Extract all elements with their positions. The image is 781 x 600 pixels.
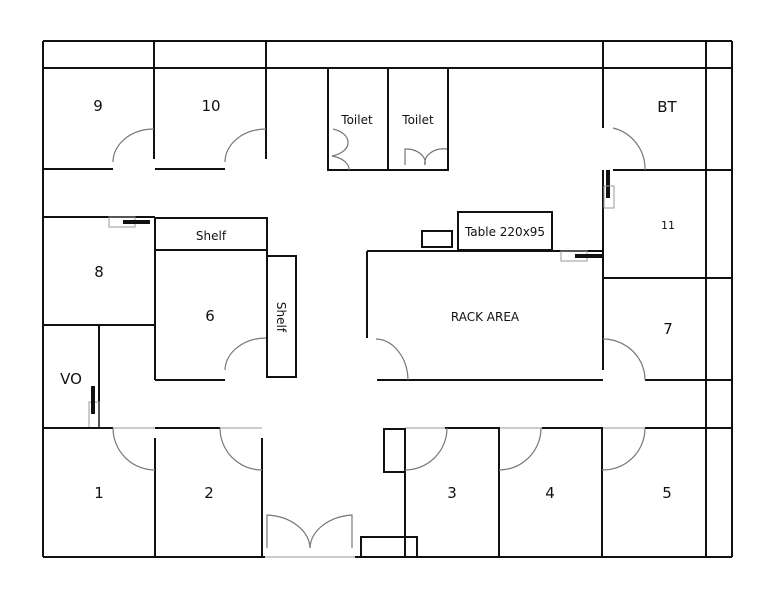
room-label-3: 3 (447, 484, 457, 502)
toilet-label-2: Toilet (401, 113, 434, 127)
shelf-top-label: Shelf (196, 229, 227, 243)
room-label-10: 10 (201, 97, 220, 115)
room-label-1: 1 (94, 484, 104, 502)
room-label-bt: BT (657, 98, 677, 116)
bottom-box (360, 536, 418, 558)
shelf-top: Shelf (154, 217, 268, 251)
room-label-7: 7 (663, 320, 673, 338)
rack-area-label: RACK AREA (451, 310, 520, 324)
room-5[interactable]: 5 (601, 427, 672, 502)
room-9[interactable]: 9 (43, 41, 155, 170)
room-label-vo: VO (60, 370, 82, 388)
room-4[interactable]: 4 (498, 427, 603, 557)
toilet-1[interactable]: Toilet (327, 67, 389, 171)
room-8[interactable]: 8 (43, 216, 156, 326)
table-label: Table 220x95 (464, 225, 545, 239)
room-11[interactable]: 11 (602, 170, 732, 279)
toilet-2[interactable]: Toilet (387, 67, 449, 171)
rack-area[interactable]: RACK AREA (366, 250, 604, 381)
room-6[interactable]: 6 (154, 250, 268, 381)
room-10[interactable]: 10 (155, 41, 267, 170)
toilet-label-1: Toilet (340, 113, 373, 127)
room-label-5: 5 (662, 484, 672, 502)
room-label-9: 9 (93, 97, 103, 115)
room-label-2: 2 (204, 484, 214, 502)
shelf-side-label: Shelf (274, 302, 288, 333)
shelf-side: Shelf (266, 255, 297, 378)
room-label-8: 8 (94, 263, 104, 281)
small-box (421, 230, 453, 248)
room-label-6: 6 (205, 307, 215, 325)
room-label-4: 4 (545, 484, 555, 502)
room-label-11: 11 (661, 219, 675, 232)
room-1[interactable]: 1 (94, 427, 156, 557)
room-vo[interactable]: VO (60, 325, 100, 429)
room-2[interactable]: 2 (204, 427, 263, 557)
main-entrance-door[interactable] (266, 514, 353, 549)
room-bt[interactable]: BT (602, 41, 732, 171)
table: Table 220x95 (457, 211, 553, 251)
room-7[interactable]: 7 (602, 320, 732, 381)
room-3[interactable]: 3 (383, 427, 500, 557)
